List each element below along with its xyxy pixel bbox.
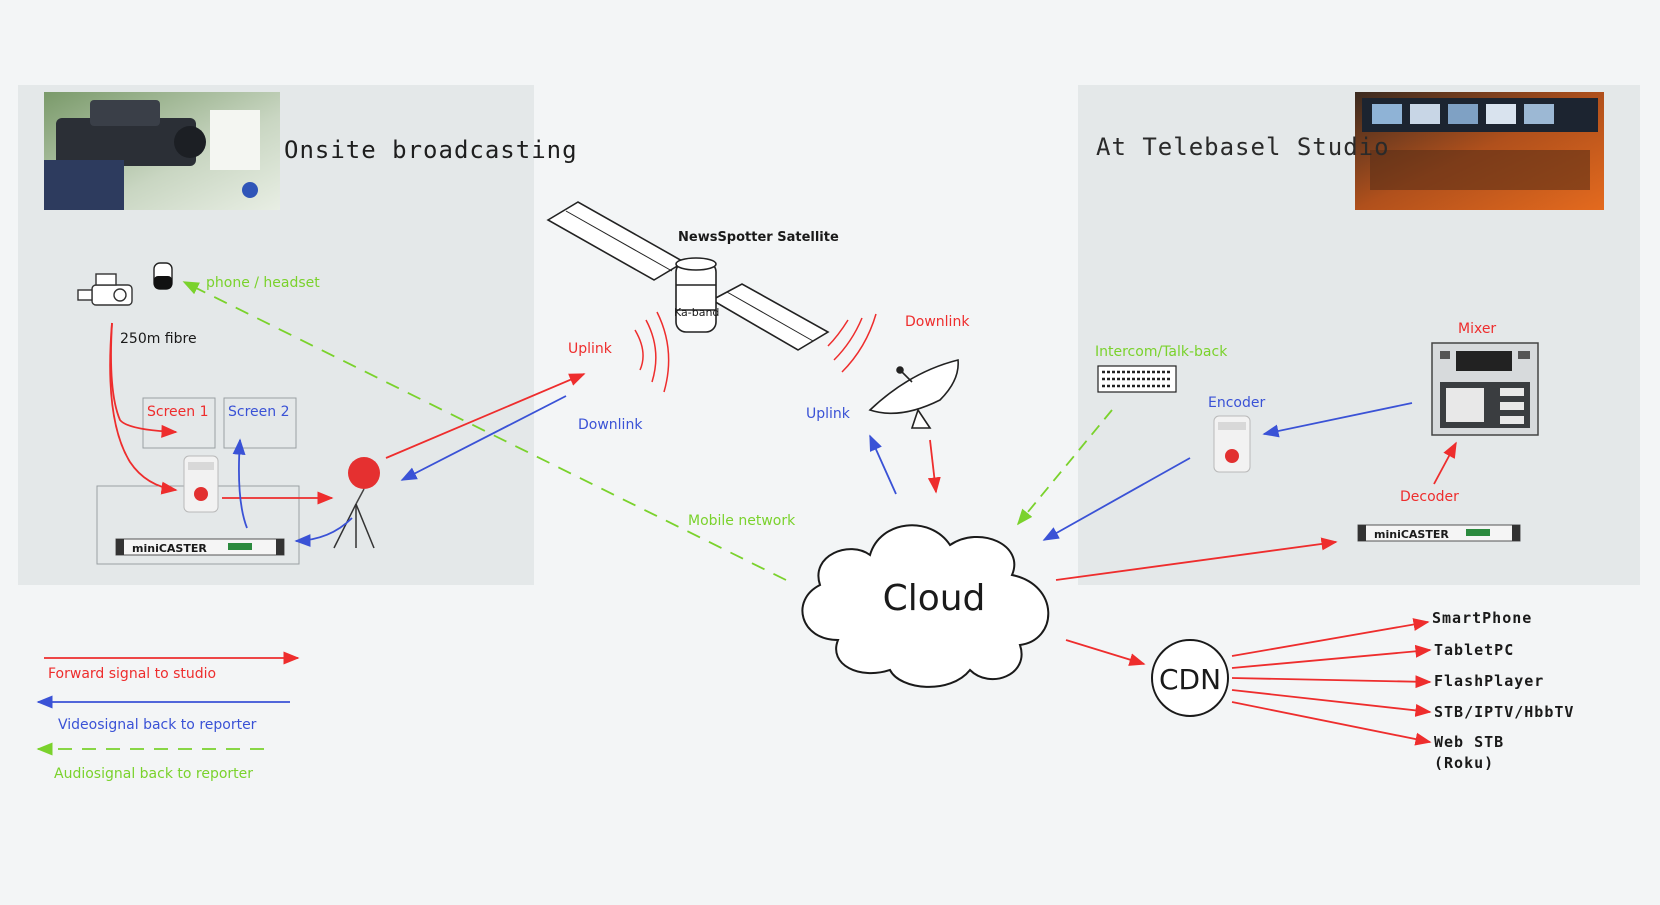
rack-to-screen2-arrow: [232, 438, 248, 529]
minicaster-rack-studio-icon: [1357, 524, 1521, 542]
cdn-to-flashplayer-arrow: [1231, 675, 1432, 689]
mixer-icon: [1431, 342, 1539, 436]
uplink-ground-label: Uplink: [806, 406, 851, 422]
cloud-shape: [801, 524, 1050, 688]
downlink-ground-label: Downlink: [905, 314, 970, 330]
studio-title: At Telebasel Studio: [1096, 133, 1390, 161]
fibre-label: 250m fibre: [120, 331, 197, 347]
cloud-to-cdn-arrow: [1065, 639, 1146, 666]
cdn-to-webstb-arrow: [1231, 701, 1432, 746]
fibre-to-device-arrow: [109, 322, 178, 495]
minicaster-portable-icon: [183, 455, 219, 513]
cdn-to-stb-arrow: [1231, 689, 1432, 717]
downlink-onsite-label: Downlink: [578, 417, 643, 433]
cloud-to-decoder-arrow: [1055, 537, 1338, 581]
encoder-label: Encoder: [1208, 395, 1265, 411]
ground-uplink-arrow: [869, 434, 897, 495]
headset-icon: [153, 262, 173, 290]
minicaster-rack-onsite-icon: [115, 538, 285, 556]
cdn-to-tablet-arrow: [1231, 644, 1432, 669]
intercom-keyboard-icon: [1097, 365, 1177, 393]
satellite-band: Ka-band: [674, 306, 719, 319]
uplink-onsite-label: Uplink: [568, 341, 613, 357]
mixer-to-encoder-arrow: [1262, 402, 1413, 438]
satellite-dish-icon: [868, 358, 959, 429]
cloud-label: Cloud: [883, 578, 986, 619]
endpoint-flashplayer: FlashPlayer: [1434, 672, 1544, 690]
uplink-onsite-arrow: [385, 373, 586, 459]
mobile-network-label: Mobile network: [688, 513, 796, 529]
endpoint-webstb: Web STB: [1434, 733, 1504, 751]
onsite-title: Onsite broadcasting: [284, 136, 578, 164]
screen2-box: [223, 397, 297, 449]
cdn-circle: [1151, 639, 1229, 717]
legend-audio-label: Audiosignal back to reporter: [54, 766, 253, 782]
mobile-antenna-icon: [333, 457, 380, 549]
endpoint-tablet: TabletPC: [1434, 641, 1514, 659]
endpoint-stb: STB/IPTV/HbbTV: [1434, 703, 1574, 721]
endpoint-smartphone: SmartPhone: [1432, 609, 1532, 627]
camera-icon: [77, 273, 133, 306]
screen1-box: [142, 397, 216, 449]
ground-downlink-arrow: [927, 439, 941, 494]
phone-headset-label: phone / headset: [206, 275, 320, 291]
endpoint-roku: (Roku): [1434, 754, 1494, 772]
screen1-label: Screen 1: [147, 404, 209, 420]
satellite-icon: [546, 201, 830, 351]
cdn-to-smartphone-arrow: [1231, 618, 1430, 657]
encoder-icon: [1213, 415, 1251, 473]
satellite-name: NewsSpotter Satellite: [678, 230, 839, 245]
screen2-label: Screen 2: [228, 404, 290, 420]
cdn-label: CDN: [1159, 663, 1221, 696]
decoder-label: Decoder: [1400, 489, 1459, 505]
legend-forward-label: Forward signal to studio: [48, 666, 216, 682]
downlink-onsite-arrow: [400, 395, 567, 481]
legend-video-label: Videosignal back to reporter: [58, 717, 257, 733]
minicaster-studio-label: miniCASTER: [1374, 528, 1449, 541]
intercom-to-cloud-line: [1016, 409, 1113, 526]
mixer-label: Mixer: [1458, 321, 1496, 337]
minicaster-onsite-label: miniCASTER: [132, 542, 207, 555]
encoder-to-cloud-arrow: [1042, 457, 1191, 541]
intercom-label: Intercom/Talk-back: [1095, 344, 1228, 360]
studio-photo: [1355, 92, 1604, 210]
satellite-right-waves-icon: [827, 313, 877, 373]
antenna-to-rack-arrow: [294, 517, 353, 548]
satellite-left-waves-icon: [634, 311, 670, 393]
onsite-photo: [44, 92, 280, 210]
decoder-to-mixer-arrow: [1433, 441, 1457, 485]
mobile-network-line: [182, 281, 787, 581]
